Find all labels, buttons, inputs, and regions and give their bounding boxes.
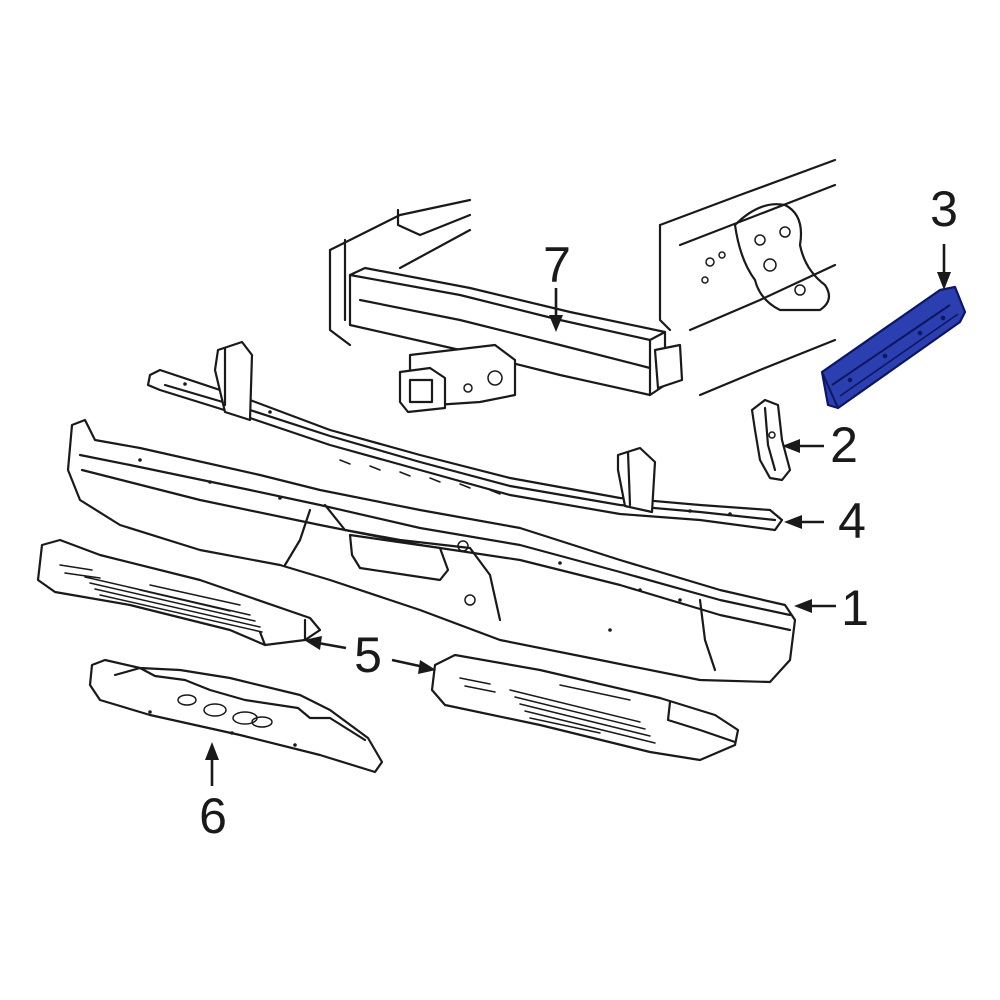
arrow-1 [794,599,836,613]
callout-2: 2 [830,417,858,473]
callout-7: 7 [543,237,571,293]
part-5-right-pad [430,653,740,762]
arrow-3 [937,244,951,290]
frame-rails [328,158,837,397]
arrow-2 [782,439,824,453]
part-6-plate [88,658,384,774]
callout-5: 5 [354,627,382,683]
part-2-bracket [750,398,792,482]
callout-4: 4 [838,493,866,549]
part-1-bumper [66,418,797,684]
arrow-7 [549,288,563,332]
arrow-4 [784,515,824,529]
part-7-hitch [348,266,684,414]
leader-arrows [205,244,951,786]
arrow-5-right [391,658,436,674]
callout-6: 6 [199,788,227,844]
part-4-reinforcement [146,340,784,532]
callout-1: 1 [841,580,869,636]
arrow-6 [205,742,219,786]
callout-labels: 7 3 2 4 1 5 6 [199,181,958,844]
part-3-highlighted-pad [820,285,967,410]
callout-3: 3 [930,181,958,237]
arrow-5-left [304,636,347,650]
